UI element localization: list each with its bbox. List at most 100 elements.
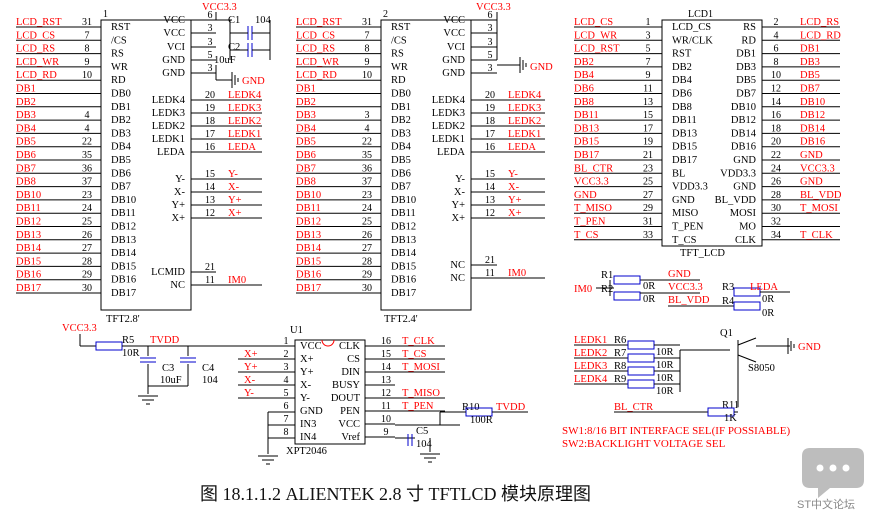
lcd1-left-pinname: VDD3.3 <box>672 182 708 193</box>
tft28-left-pinname: RD <box>111 75 126 86</box>
u1-left-pinname: X+ <box>300 354 314 365</box>
tft28-right-pinname: X+ <box>171 213 185 224</box>
tft24-right-net: IM0 <box>508 268 526 279</box>
tft28-left-pinname: DB0 <box>111 89 131 100</box>
tft24-left-net: DB10 <box>296 190 321 201</box>
bl-res-value: 10R <box>656 347 674 358</box>
tft24-right-num: 14 <box>485 182 495 193</box>
tft28-right-num: 3 <box>208 63 213 74</box>
tft24-right-num: 11 <box>485 268 495 279</box>
lcd1-right-pinname: GND <box>733 155 756 166</box>
tft24-right-net: LEDA <box>508 142 536 153</box>
tft24-left-net: LCD_RD <box>296 70 337 81</box>
r4-label: R4 <box>722 296 735 307</box>
u1-left-num: 5 <box>284 388 289 399</box>
lcd1-right-pinname: MO <box>739 222 756 233</box>
tft28-right-net: X+ <box>228 208 242 219</box>
lcd1-right-net: DB14 <box>800 123 826 134</box>
tft24-left-num: 28 <box>362 256 372 267</box>
tft28-right-num: 12 <box>205 208 215 219</box>
bl-res-label: R8 <box>614 361 626 372</box>
lcd1-right-num: 6 <box>774 44 779 55</box>
lcd1-left-pinname: DB8 <box>672 102 692 113</box>
bl-res-value: 10R <box>656 373 674 384</box>
config-resistors: GND R1 0R IM0 R2 0R VCC3.3 R3 0R LEDA BL… <box>574 269 790 319</box>
tft24-left-num: 26 <box>362 230 372 241</box>
u1-right-num: 16 <box>381 336 391 347</box>
u1-right-pinname: VCC <box>338 419 360 430</box>
lcd1-left-num: 25 <box>643 177 653 188</box>
r11-label: R11 <box>722 400 739 411</box>
tft28-right-net: LEDK1 <box>228 129 261 140</box>
tft24-left-net: LCD_RST <box>296 17 342 28</box>
tft28-left-pinname: DB15 <box>111 261 136 272</box>
note-sw2: SW2:BACKLIGHT VOLTAGE SEL <box>562 438 726 450</box>
lcd1-right-net: DB10 <box>800 97 825 108</box>
r1-label: R1 <box>601 270 613 281</box>
tft24-left-net: DB12 <box>296 217 321 228</box>
tft28-vcc-label: VCC3.3 <box>202 2 237 13</box>
u1-right-net: T_MISO <box>402 388 440 399</box>
lcd1-left-net: DB15 <box>574 137 599 148</box>
tft24-right-pinname: LEDK3 <box>432 108 465 119</box>
lcd1-right-net: LCD_RD <box>800 30 841 41</box>
tft24-left-num: 35 <box>362 150 372 161</box>
tft28-left-num: 37 <box>82 177 92 188</box>
lcd1-right-net: DB16 <box>800 137 825 148</box>
tft24-gnd-label: GND <box>530 62 553 73</box>
tft28-left-num: 9 <box>85 57 90 68</box>
tft24-right-pinname: VCC <box>443 15 465 26</box>
tft24-left-net: DB14 <box>296 243 322 254</box>
r2-label: R2 <box>601 284 613 295</box>
tft28-right-pinname: Y+ <box>171 200 185 211</box>
tft24-right-pinname: NC <box>450 273 465 284</box>
lcd1-left-num: 11 <box>643 84 653 95</box>
tft24-right-net: LEDK3 <box>508 103 541 114</box>
tft28-left-net: DB1 <box>16 84 36 95</box>
tft24-left-num: 22 <box>362 137 372 148</box>
tft28-left-net: DB7 <box>16 163 36 174</box>
u1-left-pinname: GND <box>300 406 323 417</box>
tft24-left-net: DB1 <box>296 84 316 95</box>
tft28-right-num: 21 <box>205 262 215 273</box>
lcd1-left-num: 19 <box>643 137 653 148</box>
r3-label: R3 <box>722 282 734 293</box>
u1-xpt2046: U1 XPT2046 VCC1X+2X+Y+3Y+X-4X-Y-5Y-GND6I… <box>62 323 528 465</box>
tft28-right-pinname: VCC <box>163 28 185 39</box>
tft24-right-pinname: Y- <box>455 174 465 185</box>
bl-net-label: LEDK2 <box>574 348 607 359</box>
tft28-right-net: LEDA <box>228 142 256 153</box>
q1-label: Q1 <box>720 328 733 339</box>
chat-bubble-icon <box>802 448 864 498</box>
tft28-left-num: 4 <box>85 110 90 121</box>
bl-res-value: 10R <box>656 386 674 397</box>
lcd1-left-net: DB8 <box>574 97 594 108</box>
q1-part: S8050 <box>748 363 775 374</box>
tft24-name: TFT2.4' <box>384 314 418 325</box>
lcd1-right-num: 20 <box>771 137 781 148</box>
u1-left-pinname: VCC <box>300 341 322 352</box>
tft24-left-num: 37 <box>362 177 372 188</box>
lcd1-left-net: LCD_WR <box>574 30 617 41</box>
lcd1-left-net: LCD_CS <box>574 17 613 28</box>
lcd1-left-net: LCD_RST <box>574 44 620 55</box>
lcd1-right-net: GND <box>800 150 823 161</box>
tft28-left-pinname: DB16 <box>111 275 136 286</box>
lcd1-right-pinname: BL_VDD <box>715 195 757 206</box>
tft28-left-pinname: /CS <box>111 35 127 46</box>
lcd1-right-num: 8 <box>774 57 779 68</box>
lcd1-right-pinname: RS <box>743 22 756 33</box>
tft24-right-pinname: Y+ <box>451 200 465 211</box>
lcd1-left-num: 21 <box>643 150 653 161</box>
tft24-left-net: DB3 <box>296 110 316 121</box>
bl-res-body <box>627 379 655 389</box>
tft28-left-num: 28 <box>82 256 92 267</box>
u1-right-pinname: BUSY <box>332 380 360 391</box>
tft24-right-num: 3 <box>488 63 493 74</box>
tft24-left-net: LCD_CS <box>296 30 335 41</box>
q1-emitter <box>737 354 757 363</box>
lcd1-right-num: 10 <box>771 70 781 81</box>
